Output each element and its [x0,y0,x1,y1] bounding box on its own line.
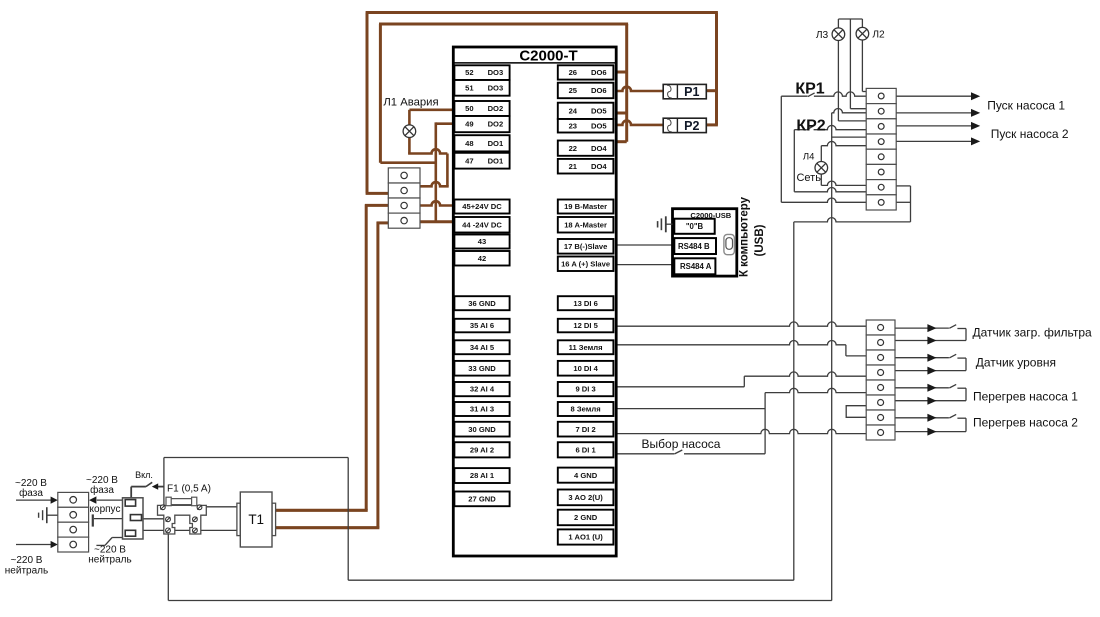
svg-text:9 DI 3: 9 DI 3 [575,385,595,394]
svg-text:2 GND: 2 GND [574,513,598,522]
svg-text:DO6: DO6 [591,86,607,95]
svg-text:24: 24 [569,106,578,115]
svg-text:DO4: DO4 [591,144,607,153]
svg-text:3 AO 2(U): 3 AO 2(U) [568,493,603,502]
svg-text:DO1: DO1 [488,156,504,165]
svg-text:43: 43 [478,237,486,246]
svg-text:25: 25 [569,86,578,95]
svg-text:49: 49 [465,120,473,129]
svg-text:нейтраль: нейтраль [88,555,131,566]
svg-text:фаза: фаза [19,487,43,499]
svg-text:~220 В: ~220 В [94,545,126,556]
svg-text:30 GND: 30 GND [468,425,496,434]
svg-text:Пуск насоса 1: Пуск насоса 1 [987,99,1065,113]
svg-text:P2: P2 [684,119,699,133]
svg-text:47: 47 [465,156,473,165]
svg-text:42: 42 [478,254,486,263]
svg-text:28 AI 1: 28 AI 1 [470,471,495,480]
svg-text:16 A (+) Slave: 16 A (+) Slave [561,259,610,268]
svg-text:50: 50 [465,104,473,113]
svg-text:DO5: DO5 [591,121,607,130]
svg-text:C2000-USB: C2000-USB [690,211,731,220]
svg-text:11 Земля: 11 Земля [569,343,603,352]
svg-text:34 AI 5: 34 AI 5 [470,343,495,352]
svg-text:52: 52 [465,68,473,77]
svg-text:4 GND: 4 GND [574,471,598,480]
svg-text:Выбор насоса: Выбор насоса [642,437,721,451]
svg-text:44 -24V DC: 44 -24V DC [462,220,502,229]
svg-text:~220 В: ~220 В [86,475,118,486]
svg-text:DO6: DO6 [591,68,607,77]
svg-text:DO1: DO1 [488,139,504,148]
svg-text:36 GND: 36 GND [468,299,496,308]
svg-text:DO3: DO3 [488,83,504,92]
svg-text:Перегрев насоса 1: Перегрев насоса 1 [973,389,1078,403]
svg-text:T1: T1 [248,512,264,527]
svg-text:51: 51 [465,83,474,92]
svg-text:Сеть: Сеть [796,172,821,184]
svg-text:6 DI 1: 6 DI 1 [575,445,596,454]
svg-text:корпус: корпус [90,504,121,515]
svg-text:КР2: КР2 [796,118,825,135]
svg-text:22: 22 [569,144,577,153]
svg-text:P1: P1 [684,85,699,99]
svg-text:DO2: DO2 [488,104,504,113]
svg-text:DO3: DO3 [488,68,504,77]
svg-text:12 DI 5: 12 DI 5 [573,321,598,330]
svg-text:Л3: Л3 [816,30,829,41]
svg-text:"0"В: "0"В [686,222,704,231]
svg-text:29 AI 2: 29 AI 2 [470,445,494,454]
svg-text:21: 21 [569,162,578,171]
svg-text:31 AI 3: 31 AI 3 [470,405,494,414]
svg-text:Л4: Л4 [803,152,815,163]
svg-text:КР1: КР1 [795,81,824,98]
svg-text:Датчик уровня: Датчик уровня [976,355,1056,369]
svg-text:RS484 B: RS484 B [678,242,710,251]
svg-text:10 DI 4: 10 DI 4 [573,364,598,373]
svg-text:Л1 Авария: Л1 Авария [383,97,438,109]
svg-text:Перегрев насоса 2: Перегрев насоса 2 [973,416,1078,430]
svg-text:33 GND: 33 GND [468,364,496,373]
svg-text:7 DI 2: 7 DI 2 [575,425,595,434]
svg-text:48: 48 [465,139,473,148]
svg-text:23: 23 [569,121,577,130]
svg-text:35 AI 6: 35 AI 6 [470,321,494,330]
svg-text:C2000-T: C2000-T [519,48,577,65]
svg-text:DO2: DO2 [488,120,504,129]
svg-text:1 AO1 (U): 1 AO1 (U) [568,533,603,542]
svg-text:RS484 A: RS484 A [680,262,712,271]
svg-text:Датчик загр. фильтра: Датчик загр. фильтра [973,326,1093,340]
svg-text:Л2: Л2 [872,29,885,40]
svg-text:нейтраль: нейтраль [5,566,48,577]
svg-text:~220 В: ~220 В [11,555,43,566]
svg-text:18 A-Master: 18 A-Master [564,220,607,229]
svg-text:(USB): (USB) [754,224,766,256]
svg-text:19 B-Master: 19 B-Master [564,202,607,211]
svg-text:Вкл.: Вкл. [135,470,153,480]
svg-text:13 DI 6: 13 DI 6 [573,299,597,308]
svg-text:32 AI 4: 32 AI 4 [470,385,495,394]
svg-text:17 B(-)Slave: 17 B(-)Slave [564,242,607,251]
svg-text:~220 В: ~220 В [15,478,47,489]
svg-text:DO4: DO4 [591,162,607,171]
svg-text:фаза: фаза [90,484,114,496]
svg-text:К компьютеру: К компьютеру [739,196,751,277]
svg-text:27 GND: 27 GND [468,495,496,504]
svg-text:8 Земля: 8 Земля [571,405,601,414]
svg-text:45+24V DC: 45+24V DC [462,202,502,211]
svg-text:DO5: DO5 [591,106,607,115]
svg-text:F1 (0,5 A): F1 (0,5 A) [167,484,211,495]
svg-text:26: 26 [569,68,577,77]
svg-text:Пуск насоса 2: Пуск насоса 2 [991,127,1069,141]
